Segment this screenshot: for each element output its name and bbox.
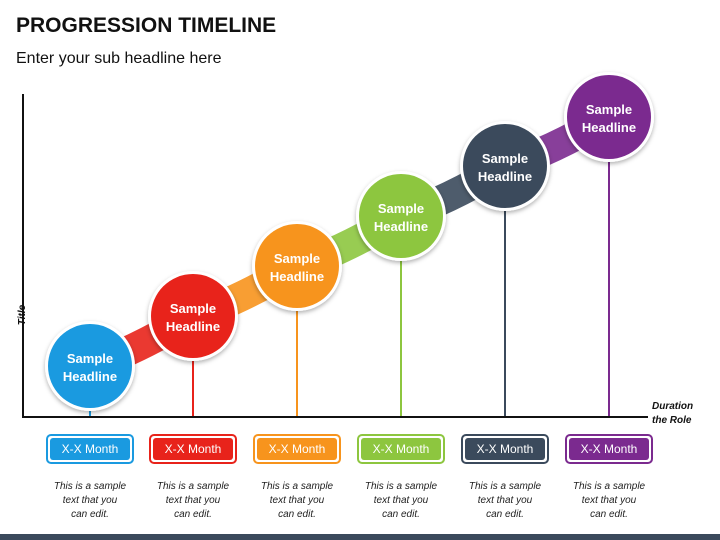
milestone-headline-line1: Sample bbox=[378, 201, 424, 216]
milestone-circle bbox=[255, 224, 339, 308]
x-axis-label: Duration the Role bbox=[652, 400, 718, 428]
milestone-headline-line1: Sample bbox=[170, 301, 216, 316]
milestone-circle bbox=[48, 324, 132, 408]
description-line: can edit. bbox=[486, 509, 524, 520]
milestone-circle bbox=[463, 124, 547, 208]
milestone-headline-line2: Headline bbox=[63, 369, 117, 384]
description-line: text that you bbox=[373, 495, 429, 506]
description-line: text that you bbox=[165, 495, 221, 506]
milestone-headline-line2: Headline bbox=[270, 269, 324, 284]
month-label: X-X Month bbox=[153, 438, 233, 460]
month-label: X-X Month bbox=[257, 438, 337, 460]
milestone-circle bbox=[567, 75, 651, 159]
step-description-1: This is a sample text that you can edit. bbox=[40, 480, 140, 522]
month-label: X-X Month bbox=[569, 438, 649, 460]
month-label: X-X Month bbox=[361, 438, 441, 460]
step-description-4: This is a sample text that you can edit. bbox=[351, 480, 451, 522]
x-axis-label-line2: the Role bbox=[652, 415, 692, 426]
milestone-headline-line2: Headline bbox=[166, 319, 220, 334]
month-box-4[interactable]: X-X Month bbox=[357, 434, 445, 464]
month-label: X-X Month bbox=[50, 438, 130, 460]
milestone-headline-line1: Sample bbox=[274, 251, 320, 266]
description-line: This is a sample bbox=[260, 481, 334, 492]
description-line: can edit. bbox=[174, 509, 212, 520]
milestone-headline-line2: Headline bbox=[582, 120, 636, 135]
footer-bar bbox=[0, 534, 720, 540]
page-title: PROGRESSION TIMELINE bbox=[16, 14, 277, 37]
milestone-headline-line1: Sample bbox=[67, 351, 113, 366]
month-box-6[interactable]: X-X Month bbox=[565, 434, 653, 464]
description-line: text that you bbox=[581, 495, 637, 506]
month-box-5[interactable]: X-X Month bbox=[461, 434, 549, 464]
milestone-circle bbox=[359, 174, 443, 258]
step-description-5: This is a sample text that you can edit. bbox=[455, 480, 555, 522]
milestone-headline-line1: Sample bbox=[482, 151, 528, 166]
step-description-3: This is a sample text that you can edit. bbox=[247, 480, 347, 522]
x-axis bbox=[22, 416, 648, 418]
milestone-headline-line1: Sample bbox=[586, 102, 632, 117]
description-line: This is a sample bbox=[156, 481, 230, 492]
page-subtitle: Enter your sub headline here bbox=[16, 50, 222, 67]
month-box-1[interactable]: X-X Month bbox=[46, 434, 134, 464]
description-line: text that you bbox=[269, 495, 325, 506]
milestone-circle bbox=[151, 274, 235, 358]
description-line: can edit. bbox=[382, 509, 420, 520]
description-line: This is a sample bbox=[53, 481, 127, 492]
description-line: text that you bbox=[477, 495, 533, 506]
milestone-headline-line2: Headline bbox=[374, 219, 428, 234]
y-axis bbox=[22, 94, 24, 418]
month-box-3[interactable]: X-X Month bbox=[253, 434, 341, 464]
description-line: This is a sample bbox=[468, 481, 542, 492]
milestone-headline-line2: Headline bbox=[478, 169, 532, 184]
step-description-6: This is a sample text that you can edit. bbox=[559, 480, 659, 522]
month-label: X-X Month bbox=[465, 438, 545, 460]
step-description-2: This is a sample text that you can edit. bbox=[143, 480, 243, 522]
description-line: can edit. bbox=[278, 509, 316, 520]
x-axis-label-line1: Duration bbox=[652, 401, 694, 412]
description-line: can edit. bbox=[590, 509, 628, 520]
description-line: This is a sample bbox=[572, 481, 646, 492]
description-line: This is a sample bbox=[364, 481, 438, 492]
month-box-2[interactable]: X-X Month bbox=[149, 434, 237, 464]
description-line: text that you bbox=[62, 495, 118, 506]
description-line: can edit. bbox=[71, 509, 109, 520]
